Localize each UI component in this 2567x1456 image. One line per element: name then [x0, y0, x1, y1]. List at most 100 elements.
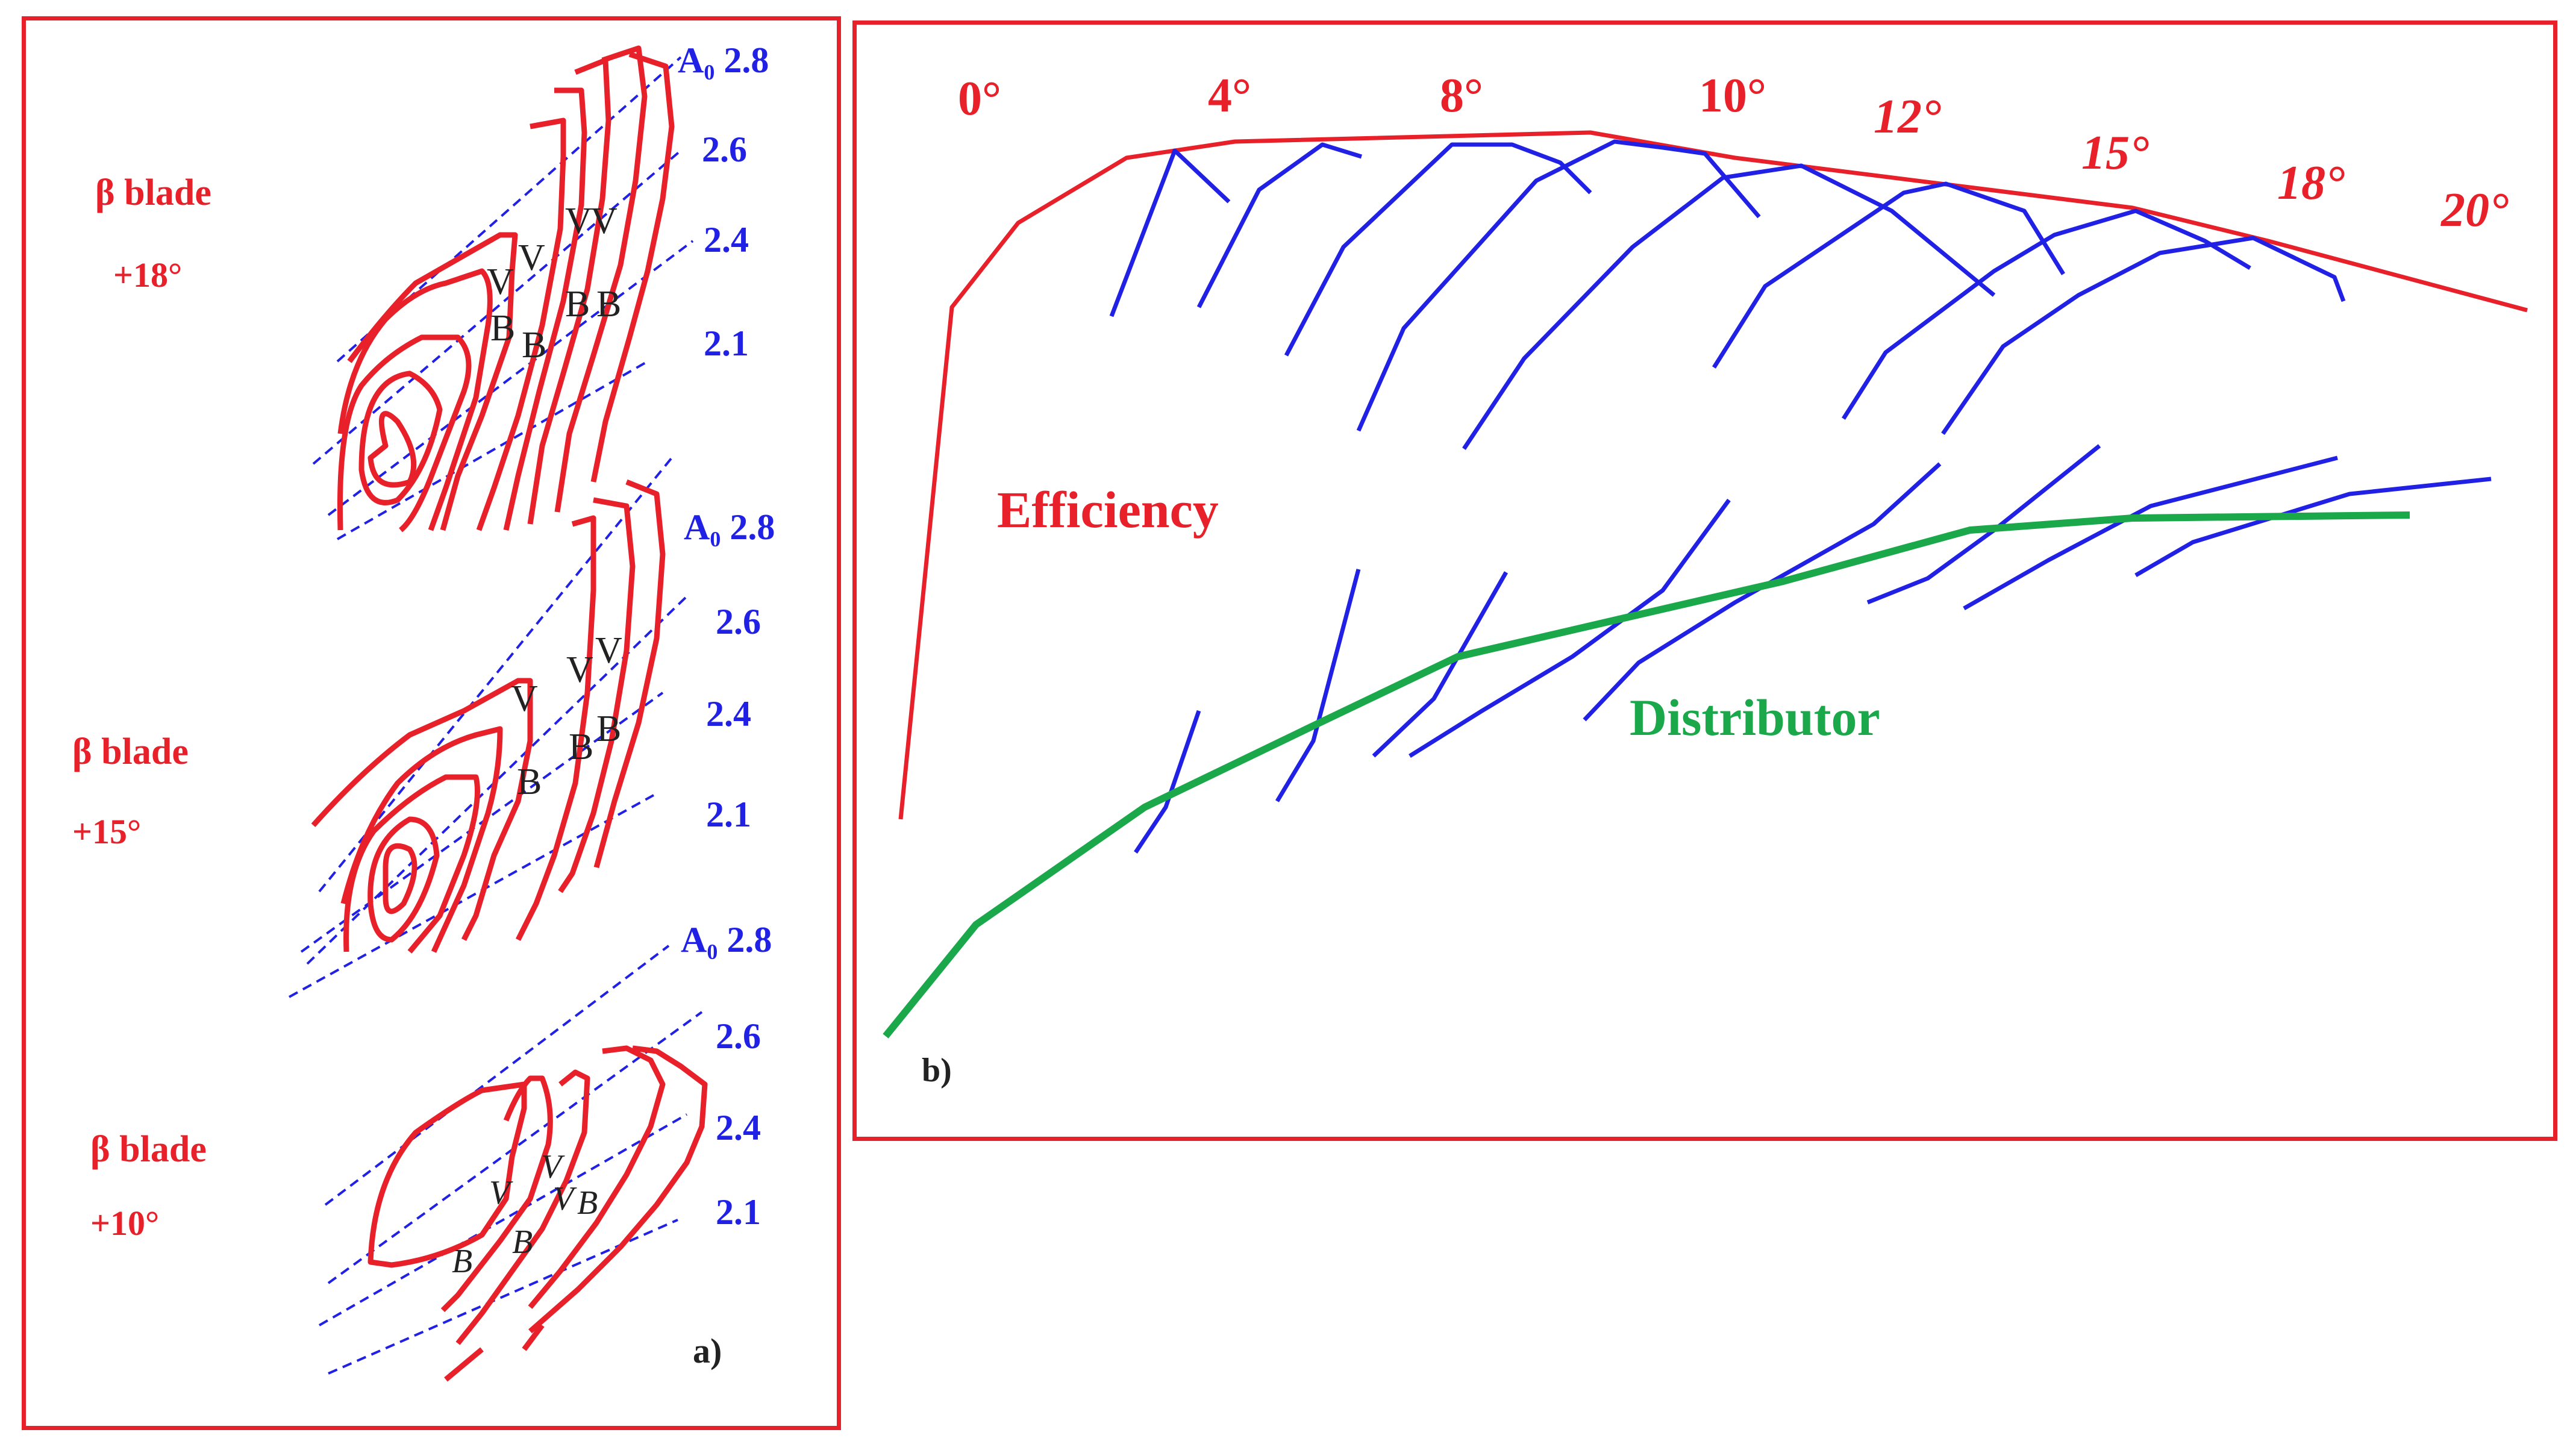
contour-1 — [383, 843, 417, 914]
contour-1 — [367, 411, 417, 488]
level-label: 2.6 — [702, 130, 747, 169]
marker-v: V — [489, 1174, 513, 1211]
marker-v: V — [566, 649, 593, 690]
blade-curve-0 — [1109, 148, 1231, 317]
isoline-2.1 — [289, 794, 654, 998]
level-label: A₀ 2.8 — [681, 920, 772, 960]
marker-b: B — [565, 284, 590, 325]
level-label: 2.6 — [716, 602, 761, 642]
marker-v: V — [565, 201, 592, 242]
contour-5 — [311, 678, 533, 942]
vb-markers: V V V B B B — [511, 630, 622, 802]
isoline-2.4 — [319, 1113, 687, 1326]
isoline-2.8 — [324, 945, 670, 1206]
angle-label: 15° — [2081, 127, 2149, 180]
level-label: 2.4 — [706, 694, 751, 734]
contour-4 — [528, 1045, 666, 1309]
dist-curve-f — [1866, 444, 2101, 605]
marker-v: V — [590, 201, 618, 242]
efficiency-label: Efficiency — [997, 481, 1219, 539]
angle-label: 10° — [1699, 69, 1766, 122]
panel-b-tag: b) — [922, 1052, 952, 1089]
marker-b: B — [517, 761, 542, 802]
contour-3 — [337, 334, 472, 533]
blade-curve-10 — [1462, 163, 1996, 450]
level-label: 2.4 — [716, 1108, 761, 1148]
marker-b: B — [569, 726, 593, 767]
isoline-2.6 — [312, 149, 682, 465]
isoline-2.8 — [336, 56, 682, 363]
blade-curve-15 — [1842, 208, 2251, 420]
dist-curve-d — [1409, 498, 1731, 758]
panel-a-tag: a) — [693, 1331, 722, 1370]
angle-label: 20° — [2440, 184, 2509, 237]
marker-b: B — [577, 1184, 598, 1222]
dist-curve-g — [1963, 455, 2338, 611]
marker-b: B — [512, 1223, 533, 1261]
contour-2 — [367, 816, 440, 943]
contour-7 — [558, 497, 636, 893]
marker-v: V — [487, 261, 514, 302]
marker-b: B — [490, 308, 515, 349]
efficiency-contours — [337, 45, 675, 533]
marker-v: V — [518, 237, 545, 278]
contour-6 — [476, 117, 566, 531]
contour-4 — [340, 726, 503, 953]
beta-blade-label: β blade — [95, 172, 211, 213]
efficiency-contours — [311, 479, 666, 954]
efficiency-contours — [367, 1045, 708, 1382]
beta-blade-label: β blade — [90, 1129, 207, 1170]
angle-label: 12° — [1874, 90, 1941, 143]
contour-4 — [337, 268, 493, 531]
contour-8 — [527, 57, 611, 525]
level-label: 2.1 — [706, 795, 751, 834]
beta-angle-label: +18° — [113, 255, 182, 295]
dist-curve-h — [2134, 476, 2492, 578]
level-label: A₀ 2.8 — [678, 40, 769, 80]
marker-v: V — [553, 1180, 577, 1217]
contour-8 — [593, 479, 666, 869]
marker-b: B — [452, 1243, 472, 1280]
blade-efficiency-curves — [1109, 139, 2346, 450]
hill-chart-plus10: V V V B B B β blade +10° A₀ 2.8 2.6 2.4 … — [90, 920, 772, 1382]
contour-2 — [358, 370, 443, 505]
blade-curve-4 — [1196, 142, 1363, 308]
contour-3 — [455, 1069, 590, 1345]
angle-label: 18° — [2277, 157, 2345, 210]
contour-7 — [444, 1347, 484, 1382]
beta-blade-label: β blade — [72, 731, 189, 772]
guide-vane-isolines — [312, 56, 694, 540]
marker-v: V — [595, 630, 622, 671]
level-label: 2.6 — [716, 1016, 761, 1056]
vb-markers: V V V V B B B B — [487, 201, 621, 366]
blade-curve-18 — [1941, 236, 2346, 435]
beta-angle-label: +15° — [72, 812, 141, 851]
contour-5 — [528, 1045, 708, 1334]
panel-a: V V V V B B B B β blade +18° A₀ 2.8 2.6 … — [72, 40, 775, 1382]
level-label: 2.1 — [704, 323, 749, 363]
angle-label: 4° — [1208, 69, 1251, 122]
blade-angle-labels: 0° 4° 8° 10° 12° 15° 18° 20° — [958, 69, 2509, 237]
angle-label: 8° — [1440, 69, 1483, 122]
contour-10 — [590, 51, 675, 483]
dist-curve-a — [1134, 710, 1201, 854]
isoline-2.4 — [300, 692, 664, 953]
isoline-2.4 — [327, 240, 694, 516]
isoline-2.1 — [337, 360, 648, 540]
dist-curve-e — [1583, 462, 1942, 722]
contour-2 — [440, 1075, 553, 1313]
marker-b: B — [596, 708, 621, 749]
contour-6 — [522, 1323, 545, 1351]
angle-label: 0° — [958, 72, 1001, 125]
contour-6 — [515, 515, 596, 942]
blade-curve-8b — [1356, 139, 1761, 432]
marker-v: V — [541, 1148, 565, 1186]
marker-b: B — [522, 325, 546, 366]
blade-distributor-curves — [1134, 444, 2492, 854]
level-label: A₀ 2.8 — [684, 507, 775, 547]
beta-angle-label: +10° — [90, 1204, 159, 1243]
distributor-envelope-curve — [883, 511, 2410, 1039]
dist-curve-b — [1275, 569, 1361, 802]
dist-curve-c — [1372, 571, 1509, 758]
